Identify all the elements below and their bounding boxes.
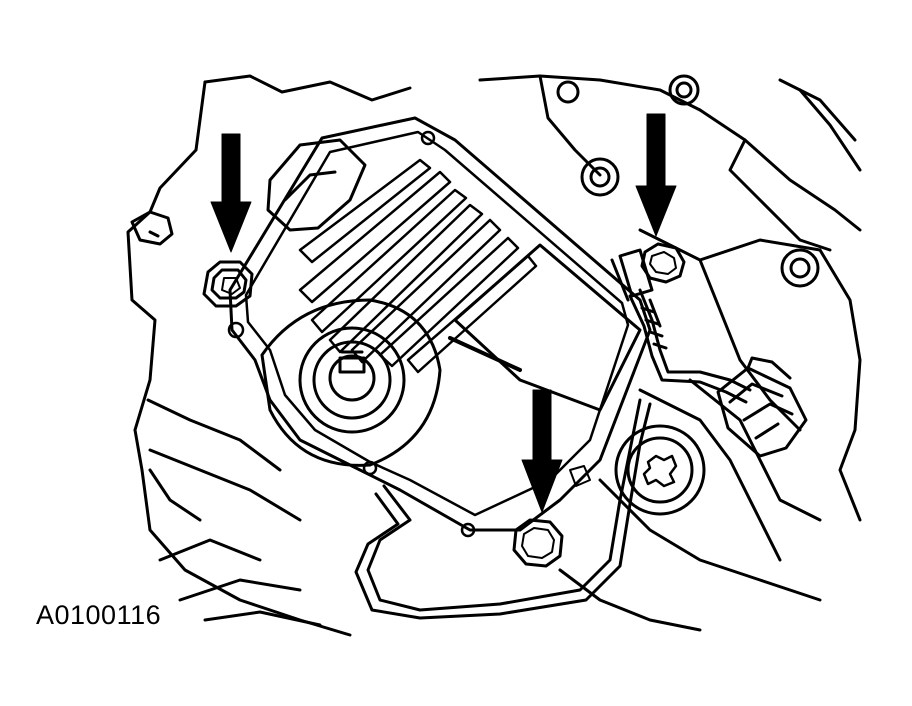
harness-connector [716, 356, 808, 458]
cover-holes [227, 130, 476, 538]
wiring-harness [354, 248, 752, 620]
arrow-bottom-bolt [521, 389, 563, 513]
transmission-housing [126, 74, 862, 637]
module-cover [228, 116, 652, 532]
housing-bolt-left [130, 210, 174, 246]
housing-boss [614, 424, 706, 516]
housing-studs [556, 74, 820, 288]
arrow-left-bolt [210, 133, 252, 253]
cooling-fins [298, 158, 538, 374]
cover-boss [266, 138, 367, 232]
shaft-housing [260, 298, 442, 467]
figure-id-label: A0100116 [36, 600, 162, 630]
bolt-bottom [512, 518, 564, 568]
cover-window [448, 243, 642, 412]
bolt-left [202, 260, 254, 308]
arrow-right-bolt [635, 113, 677, 237]
